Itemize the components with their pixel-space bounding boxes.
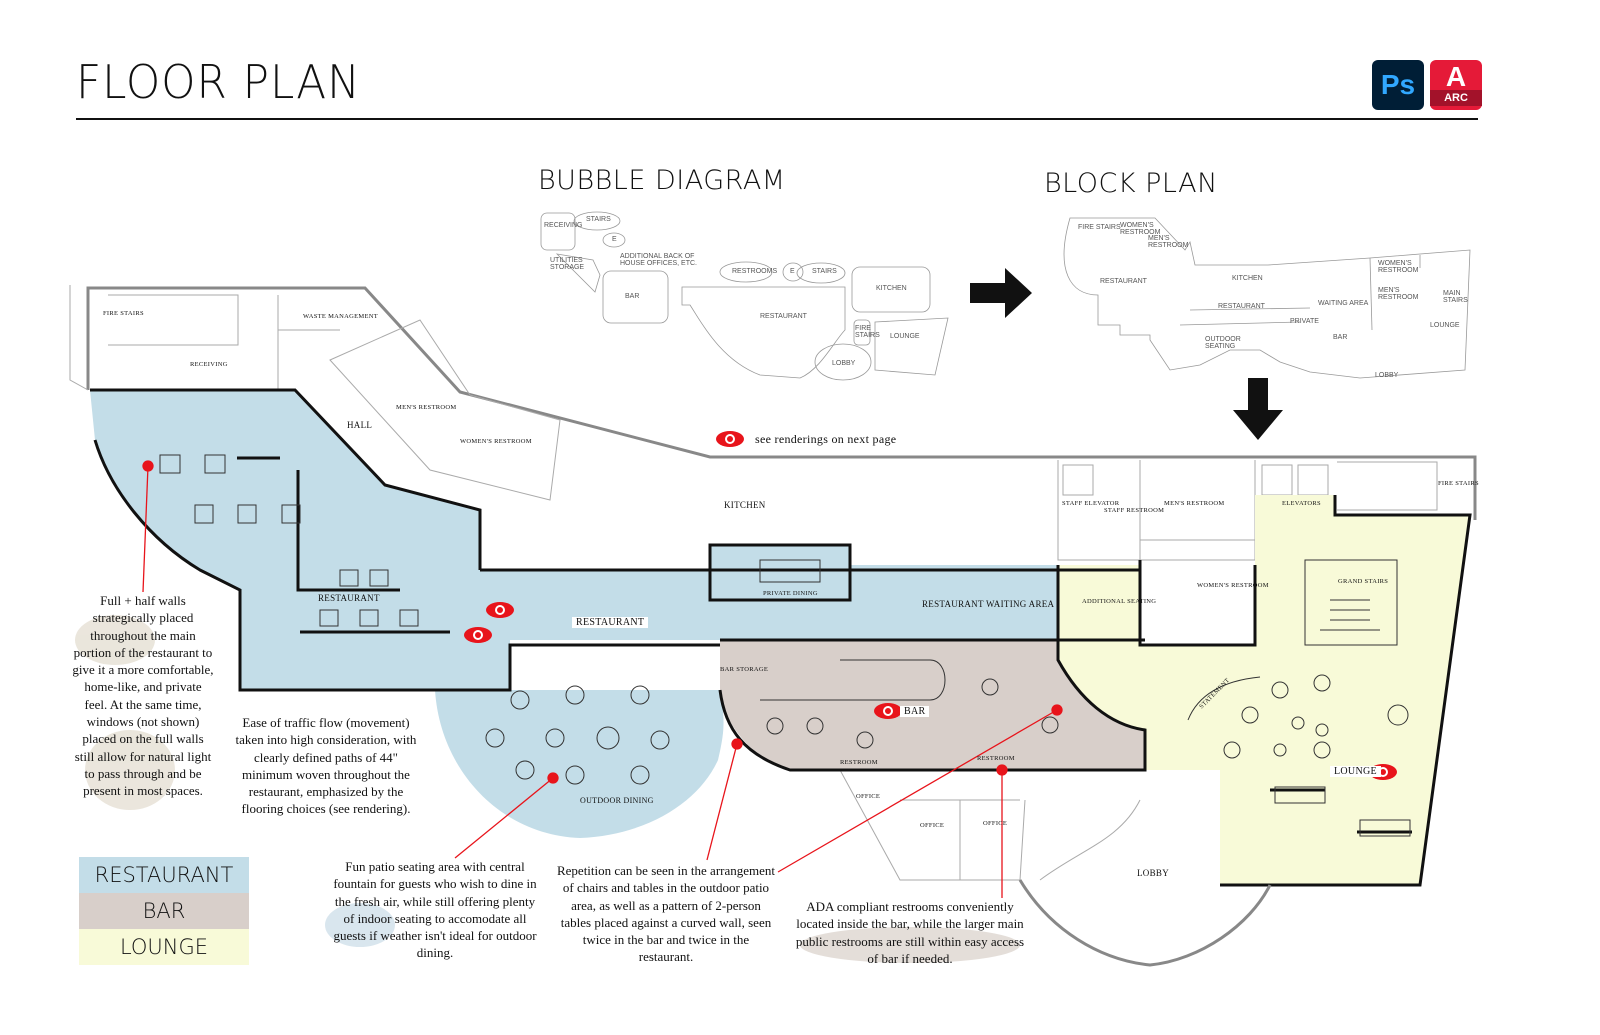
block-label: LOUNGE xyxy=(1430,322,1460,329)
note-walls: Full + half walls strategically placed t… xyxy=(72,593,214,799)
bubble-label: ADDITIONAL BACK OF HOUSE OFFICES, ETC. xyxy=(620,253,698,267)
room-label-kitchen: KITCHEN xyxy=(724,500,766,510)
bubble-label: FIRE STAIRS xyxy=(855,325,880,339)
block-label: WAITING AREA xyxy=(1318,300,1369,307)
block-label: KITCHEN xyxy=(1232,275,1263,282)
block-label: FIRE STAIRS xyxy=(1078,224,1121,231)
page-title: FLOOR PLAN xyxy=(76,55,361,109)
room-label-restaurant: RESTAURANT xyxy=(318,593,380,603)
room-label-additional-seating: ADDITIONAL SEATING xyxy=(1082,598,1157,605)
block-label: OUTDOOR SEATING xyxy=(1205,336,1241,350)
room-label-mens-restroom: MEN'S RESTROOM xyxy=(1164,500,1225,507)
room-label-grand-stairs: GRAND STAIRS xyxy=(1338,578,1389,585)
block-plan-title: BLOCK PLAN xyxy=(1044,168,1218,199)
block-label: WOMEN'S RESTROOM xyxy=(1378,260,1419,274)
arrow-down-icon xyxy=(1233,378,1283,440)
autocad-logo-sub: ARC xyxy=(1430,90,1482,106)
furniture xyxy=(159,454,1411,837)
room-label-mens-restroom: MEN'S RESTROOM xyxy=(396,404,457,411)
room-label-bar-storage: BAR STORAGE xyxy=(720,666,769,673)
room-label-lobby: LOBBY xyxy=(1137,868,1170,878)
bar-zone xyxy=(720,640,1145,770)
room-label-fire-stairs: FIRE STAIRS xyxy=(103,310,144,317)
bubble-label: LOBBY xyxy=(832,360,856,367)
note-repetition: Repetition can be seen in the arrangemen… xyxy=(556,863,776,965)
room-label-office: OFFICE xyxy=(983,820,1008,827)
room-label-restroom: RESTROOM xyxy=(840,759,878,766)
bubble-label: RESTAURANT xyxy=(760,313,807,320)
bubble-label: STAIRS xyxy=(812,268,837,275)
room-label-waiting-area: RESTAURANT WAITING AREA xyxy=(922,599,1055,609)
bubble-diagram-title: BUBBLE DIAGRAM xyxy=(538,165,786,196)
eye-icon xyxy=(716,431,744,447)
bubble-label: UTILITIES STORAGE xyxy=(550,257,585,271)
eye-icon xyxy=(486,602,514,618)
room-label-elevators: ELEVATORS xyxy=(1282,500,1321,507)
block-label: BAR xyxy=(1333,334,1348,341)
legend-lounge: LOUNGE xyxy=(79,929,249,965)
room-label-restroom: RESTROOM xyxy=(977,755,1015,762)
room-label-private-dining: PRIVATE DINING xyxy=(763,590,818,597)
room-label-fire-stairs: FIRE STAIRS xyxy=(1438,480,1479,487)
renderings-note: see renderings on next page xyxy=(755,432,897,446)
bubble-diagram-sketch xyxy=(540,211,949,381)
eye-icon xyxy=(464,627,492,643)
photoshop-logo-text: Ps xyxy=(1380,69,1416,100)
room-label-staff-elevator: STAFF ELEVATOR xyxy=(1062,500,1120,507)
block-label: PRIVATE xyxy=(1290,318,1319,325)
bubble-label: RESTROOMS xyxy=(732,268,778,275)
bubble-label: STAIRS xyxy=(586,216,611,223)
eye-icon xyxy=(874,703,902,719)
legend-restaurant: RESTAURANT xyxy=(79,857,249,893)
room-label-staff-restroom: STAFF RESTROOM xyxy=(1104,507,1165,514)
bubble-label: BAR xyxy=(625,293,640,300)
bubble-label: LOUNGE xyxy=(890,333,920,340)
bubble-label: E xyxy=(612,236,617,243)
restaurant-zone xyxy=(90,390,1058,690)
legend-bar: BAR xyxy=(79,893,249,929)
block-label: MAIN STAIRS xyxy=(1443,290,1468,304)
room-label-office: OFFICE xyxy=(856,793,881,800)
lounge-zone xyxy=(1058,495,1470,885)
photoshop-logo: Ps xyxy=(1372,60,1424,110)
room-label-lounge: LOUNGE xyxy=(1330,766,1381,777)
room-label-receiving: RECEIVING xyxy=(190,361,228,368)
block-label: RESTAURANT xyxy=(1100,278,1147,285)
outdoor-dining-zone xyxy=(435,690,724,838)
bubble-label: E xyxy=(790,268,795,275)
autocad-logo-text: A xyxy=(1445,61,1467,92)
block-label: MEN'S RESTROOM xyxy=(1148,235,1189,249)
room-label-office: OFFICE xyxy=(920,822,945,829)
arrow-right-icon xyxy=(970,268,1032,318)
room-label-womens-restroom: WOMEN'S RESTROOM xyxy=(460,438,532,445)
note-patio: Fun patio seating area with central foun… xyxy=(333,859,537,961)
block-label: LOBBY xyxy=(1375,372,1399,379)
block-plan-sketch xyxy=(1063,217,1471,379)
title-divider xyxy=(76,118,1478,120)
block-label: RESTAURANT xyxy=(1218,303,1265,310)
eye-icons xyxy=(464,431,1397,780)
bubble-label: KITCHEN xyxy=(876,285,907,292)
note-traffic-flow: Ease of traffic flow (movement) taken in… xyxy=(235,715,417,817)
room-label-restaurant-main: RESTAURANT xyxy=(572,617,649,628)
note-ada-restrooms: ADA compliant restrooms conveniently loc… xyxy=(795,899,1025,966)
room-label-outdoor-dining: OUTDOOR DINING xyxy=(580,796,654,805)
room-label-bar: BAR xyxy=(900,706,930,717)
room-label-hall: HALL xyxy=(347,420,373,430)
block-label: MEN'S RESTROOM xyxy=(1378,287,1419,301)
bubble-label: RECEIVING xyxy=(544,222,583,229)
room-label-womens-restroom: WOMEN'S RESTROOM xyxy=(1197,582,1269,589)
block-label: WOMEN'S RESTROOM xyxy=(1120,222,1161,236)
room-label-waste-management: WASTE MANAGEMENT xyxy=(303,313,379,320)
